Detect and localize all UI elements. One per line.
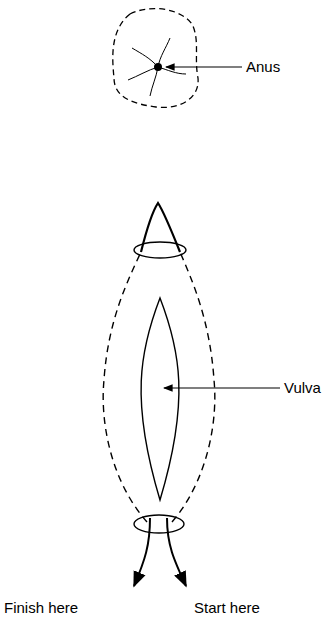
- part-label: Vulva: [284, 379, 321, 397]
- part-label: Anus: [246, 58, 280, 76]
- anus-dot: [154, 63, 162, 71]
- suture-end: [167, 518, 186, 586]
- suture-end: [134, 518, 150, 586]
- suture-entry-ring: [134, 515, 184, 533]
- instruction-label: Finish here: [4, 599, 78, 617]
- anal-region-outline: [113, 9, 198, 108]
- vulva-outline: [141, 298, 179, 500]
- suture-entry-ring: [134, 242, 186, 258]
- leader-line: [164, 387, 280, 388]
- buried-suture: [103, 252, 147, 522]
- suture-loop: [141, 203, 180, 252]
- instruction-label: Start here: [194, 599, 260, 617]
- leader-line: [166, 66, 242, 67]
- buried-suture: [172, 252, 215, 522]
